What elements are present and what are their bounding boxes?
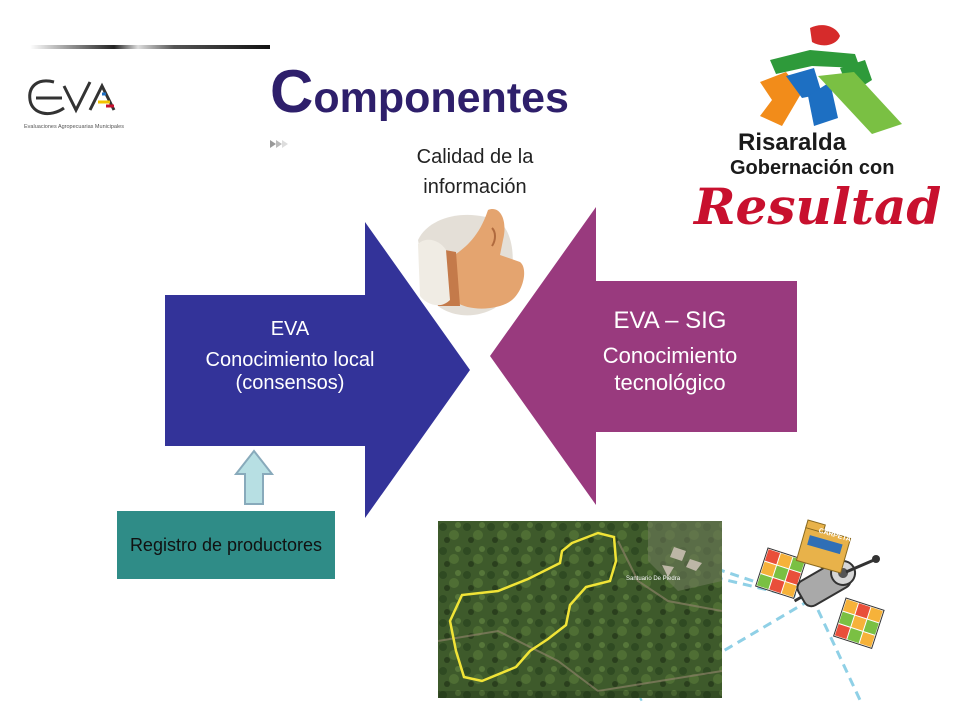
page-title: Componentes — [270, 62, 569, 122]
quality-label: Calidad de la información — [416, 146, 534, 198]
chevrons-icon — [270, 140, 288, 148]
top-decorative-rule — [30, 45, 270, 49]
title-rest: omponentes — [313, 74, 569, 122]
eva-arrow-text: EVA Conocimiento local (consensos) — [170, 318, 410, 395]
risaralda-line1: Risaralda — [738, 129, 847, 156]
satellite-map-photo: Santuario De Piedra — [438, 521, 722, 698]
title-first-letter: C — [270, 58, 314, 125]
eva-sig-arrow-description: Conocimiento tecnológico — [602, 343, 738, 395]
up-arrow-icon — [233, 449, 275, 505]
eva-arrow — [165, 222, 470, 518]
eva-sig-arrow-text: EVA – SIG Conocimiento tecnológico — [560, 307, 780, 396]
eva-logo-tagline: Evaluaciones Agropecuarias Municipales — [24, 124, 124, 130]
satellite-icon — [575, 519, 885, 702]
risaralda-logo: Risaralda Gobernación con Resultados — [692, 25, 940, 236]
risaralda-line2: Gobernación con — [730, 157, 894, 179]
eva-sig-arrow-title: EVA – SIG — [613, 307, 727, 334]
registro-box: Registro de productores — [117, 511, 335, 579]
eva-logo-mark-icon — [28, 79, 116, 116]
eva-sig-arrow — [490, 207, 797, 505]
thumbs-up-icon — [418, 209, 525, 316]
eva-logo: Evaluaciones Agropecuarias Municipales — [24, 72, 124, 142]
risaralda-line3: Resultados — [692, 177, 940, 236]
registro-label: Registro de productores — [129, 534, 323, 555]
eva-arrow-description: Conocimiento local (consensos) — [205, 349, 375, 394]
map-place-label: Santuario De Piedra — [626, 576, 681, 582]
map-boundary — [448, 531, 618, 683]
eva-arrow-title: EVA — [270, 318, 310, 340]
